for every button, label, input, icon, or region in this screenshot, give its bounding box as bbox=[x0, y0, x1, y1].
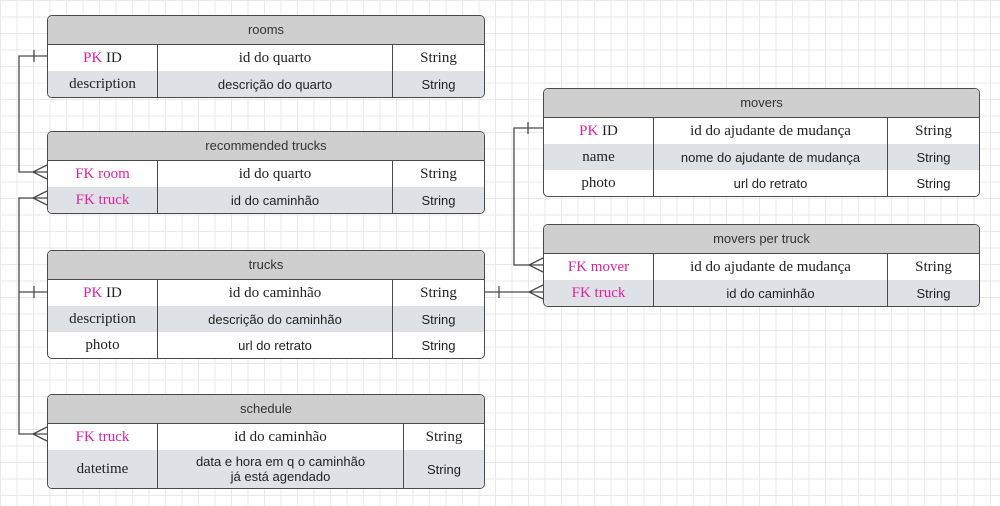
table-row: FK truck id do caminhão String bbox=[544, 280, 979, 306]
connector-trucks-schedule bbox=[18, 292, 48, 442]
field-type: String bbox=[403, 424, 484, 450]
field-name: description bbox=[69, 310, 136, 327]
field-type: String bbox=[392, 280, 484, 306]
entity-rooms[interactable]: rooms PK ID id do quarto String descript… bbox=[47, 15, 485, 98]
field-type: String bbox=[392, 187, 484, 213]
field-name: photo bbox=[85, 336, 120, 353]
field-name: FK truck bbox=[75, 428, 130, 445]
field-description: nome do ajudante de mudança bbox=[653, 144, 887, 170]
entity-recommended-trucks[interactable]: recommended trucks FK room id do quarto … bbox=[47, 131, 485, 214]
entity-title: trucks bbox=[48, 251, 484, 280]
field-description: id do caminhão bbox=[157, 187, 392, 213]
field-type: String bbox=[887, 144, 979, 170]
field-name: name bbox=[582, 148, 615, 165]
table-row: photo url do retrato String bbox=[48, 332, 484, 358]
table-row: FK mover id do ajudante de mudança Strin… bbox=[544, 254, 979, 280]
entity-title: rooms bbox=[48, 16, 484, 45]
field-name: PK ID bbox=[579, 122, 618, 139]
table-row: description descrição do quarto String bbox=[48, 71, 484, 97]
table-row: FK room id do quarto String bbox=[48, 161, 484, 187]
field-description: id do caminhão bbox=[157, 424, 403, 450]
field-type: String bbox=[392, 306, 484, 332]
field-description: id do ajudante de mudança bbox=[653, 254, 887, 280]
table-row: name nome do ajudante de mudança String bbox=[544, 144, 979, 170]
field-description: data e hora em q o caminhão já está agen… bbox=[157, 450, 403, 488]
table-row: description descrição do caminhão String bbox=[48, 306, 484, 332]
field-description: id do caminhão bbox=[653, 280, 887, 306]
field-description: url do retrato bbox=[157, 332, 392, 358]
connector-trucks-movers-per-truck bbox=[485, 284, 544, 300]
connector-movers-movers-per-truck bbox=[513, 122, 544, 273]
entity-movers-per-truck[interactable]: movers per truck FK mover id do ajudante… bbox=[543, 224, 980, 307]
field-type: String bbox=[887, 280, 979, 306]
table-row: PK ID id do caminhão String bbox=[48, 280, 484, 306]
field-type: String bbox=[392, 45, 484, 71]
entity-schedule[interactable]: schedule FK truck id do caminhão String … bbox=[47, 394, 485, 489]
connector-rooms-recommended-trucks bbox=[18, 50, 48, 180]
entity-title: recommended trucks bbox=[48, 132, 484, 161]
field-description: descrição do quarto bbox=[157, 71, 392, 97]
field-type: String bbox=[887, 254, 979, 280]
table-row: PK ID id do quarto String bbox=[48, 45, 484, 71]
field-description: id do caminhão bbox=[157, 280, 392, 306]
field-type: String bbox=[887, 118, 979, 144]
field-type: String bbox=[392, 161, 484, 187]
field-description: id do quarto bbox=[157, 161, 392, 187]
field-type: String bbox=[392, 71, 484, 97]
field-type: String bbox=[403, 450, 484, 488]
field-description: url do retrato bbox=[653, 170, 887, 196]
entity-title: movers bbox=[544, 89, 979, 118]
field-name: FK truck bbox=[571, 284, 626, 301]
field-description: id do ajudante de mudança bbox=[653, 118, 887, 144]
field-name: photo bbox=[581, 174, 616, 191]
entity-trucks[interactable]: trucks PK ID id do caminhão String descr… bbox=[47, 250, 485, 359]
table-row: PK ID id do ajudante de mudança String bbox=[544, 118, 979, 144]
field-description: descrição do caminhão bbox=[157, 306, 392, 332]
table-row: datetime data e hora em q o caminhão já … bbox=[48, 450, 484, 488]
field-name: FK room bbox=[75, 165, 130, 182]
field-name: FK mover bbox=[567, 258, 630, 275]
field-description: id do quarto bbox=[157, 45, 392, 71]
entity-title: movers per truck bbox=[544, 225, 979, 254]
field-type: String bbox=[392, 332, 484, 358]
field-name: datetime bbox=[76, 460, 129, 477]
table-row: FK truck id do caminhão String bbox=[48, 187, 484, 213]
field-name: FK truck bbox=[75, 191, 130, 208]
table-row: photo url do retrato String bbox=[544, 170, 979, 196]
entity-movers[interactable]: movers PK ID id do ajudante de mudança S… bbox=[543, 88, 980, 197]
field-name: description bbox=[69, 75, 136, 92]
table-row: FK truck id do caminhão String bbox=[48, 424, 484, 450]
field-type: String bbox=[887, 170, 979, 196]
entity-title: schedule bbox=[48, 395, 484, 424]
connector-trucks-recommended-trucks bbox=[18, 190, 48, 298]
field-name: PK ID bbox=[83, 49, 122, 66]
field-name: PK ID bbox=[83, 284, 122, 301]
